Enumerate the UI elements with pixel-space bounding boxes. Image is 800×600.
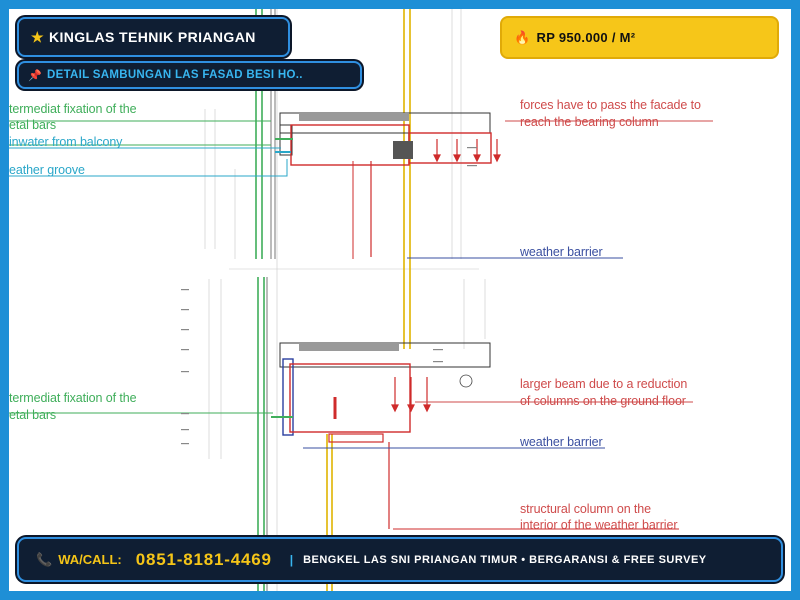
contact-footer[interactable]: 📞 WA/CALL: 0851-8181-4469 | BENGKEL LAS … [17,537,783,582]
phone-icon: 📞 [36,551,53,567]
pin-icon: 📌 [28,69,42,82]
force-arrows-bottom [391,377,431,413]
page-title: KINGLAS TEHNIK PRIANGAN [48,29,256,45]
force-arrows-top [433,139,501,163]
mullion-grey [266,9,276,591]
label-weather-barrier-top: weather barrier [520,245,603,259]
footer-tagline: BENGKEL LAS SNI PRIANGAN TIMUR • BERGARA… [303,553,707,566]
slab-bottom [271,342,679,530]
leader-line [9,159,288,177]
column-cap [328,433,384,443]
phone-number[interactable]: 0851-8181-4469 [135,549,272,569]
beam-outline [289,363,411,433]
slab-hatch [299,343,399,351]
slab-hatch [299,113,409,121]
page-subtitle: DETAIL SAMBUNGAN LAS FASAD BESI HO.. [47,69,303,81]
title-badge: ★ KINGLAS TEHNIK PRIANGAN [17,17,290,57]
drawing-canvas: termediat fixation of the etal bars inwa… [9,9,791,591]
label-fixation-bottom-1: termediat fixation of the [9,391,137,405]
leader-lines [9,120,713,449]
label-weather-groove: eather groove [9,163,85,177]
star-icon: ★ [31,28,44,45]
price-label: RP 950.000 / M² [536,30,636,45]
label-rainwater: inwater from balcony [9,135,123,149]
label-forces-1: forces have to pass the facade to [520,98,701,112]
dimension-ticks [181,147,477,445]
fire-icon: 🔥 [514,29,531,45]
subtitle-badge: 📌 DETAIL SAMBUNGAN LAS FASAD BESI HO.. [17,61,362,89]
label-fixation-top-2: etal bars [9,118,57,132]
label-beam-1: larger beam due to a reduction [520,377,688,391]
slab-top [275,112,492,259]
label-fixation-bottom-2: etal bars [9,408,57,422]
price-badge: 🔥 RP 950.000 / M² [500,16,779,59]
label-beam-2: of columns on the ground floor [520,394,686,408]
footer-separator: | [289,552,294,567]
mullion-green [255,9,265,591]
wa-call-label: WA/CALL: [58,552,122,567]
column-yellow [326,9,411,591]
label-weather-barrier-bottom: weather barrier [520,435,603,449]
label-forces-2: reach the bearing column [520,115,659,129]
bracket [393,141,413,159]
beam-outline [290,124,410,166]
weather-barrier-wrap [282,358,294,436]
label-column-1: structural column on the [520,502,651,516]
label-column-2: interior of the weather barrier [520,518,678,532]
guide-lines [204,9,486,591]
label-fixation-top-1: termediat fixation of the [9,102,137,116]
grid-bubble [459,374,473,388]
